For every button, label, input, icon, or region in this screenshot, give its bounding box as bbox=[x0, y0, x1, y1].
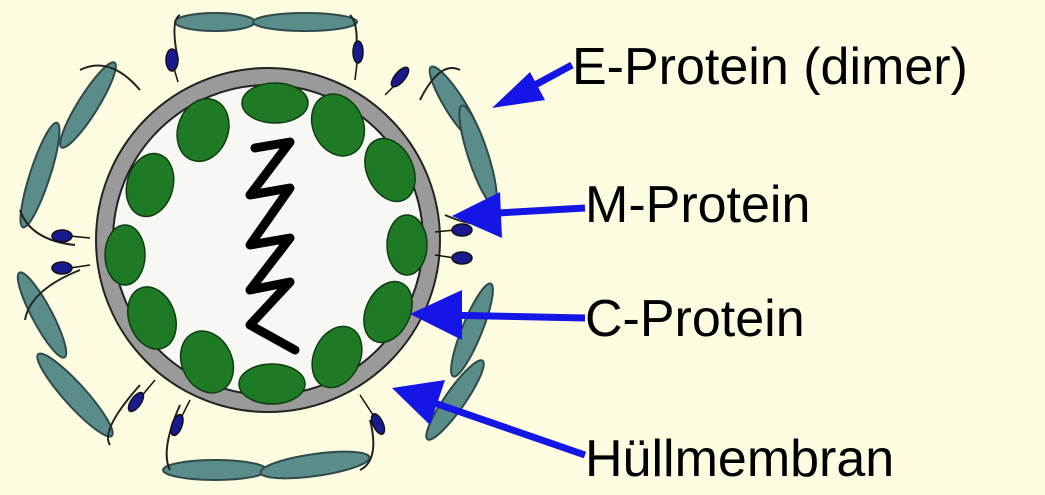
e-protein-dimer bbox=[11, 268, 74, 362]
label-e-protein: E-Protein (dimer) bbox=[572, 38, 968, 96]
c-protein bbox=[239, 364, 305, 404]
label-m-protein: M-Protein bbox=[585, 176, 810, 234]
e-protein-dimer bbox=[163, 460, 267, 480]
m-protein bbox=[52, 230, 90, 242]
e-protein-dimer bbox=[259, 446, 371, 483]
m-protein bbox=[385, 65, 412, 95]
m-protein bbox=[435, 252, 472, 264]
arrow-e-protein bbox=[492, 65, 572, 108]
arrow-c-protein bbox=[410, 290, 585, 340]
m-protein bbox=[166, 49, 178, 82]
m-protein bbox=[52, 262, 90, 274]
e-protein-dimer bbox=[253, 13, 357, 31]
c-protein bbox=[387, 215, 427, 275]
c-protein bbox=[242, 83, 308, 123]
e-protein-dimer bbox=[175, 13, 255, 31]
arrow-membrane bbox=[392, 380, 585, 455]
label-c-protein: C-Protein bbox=[585, 290, 805, 348]
e-protein-dimer bbox=[452, 102, 503, 207]
m-protein bbox=[353, 41, 363, 80]
c-protein bbox=[105, 225, 145, 285]
e-protein-dimer bbox=[30, 347, 120, 443]
e-protein-dimer bbox=[53, 57, 123, 152]
label-membrane: Hüllmembran bbox=[585, 430, 894, 488]
labels: E-Protein (dimer) M-Protein C-Protein Hü… bbox=[572, 38, 968, 488]
m-protein bbox=[360, 395, 387, 436]
